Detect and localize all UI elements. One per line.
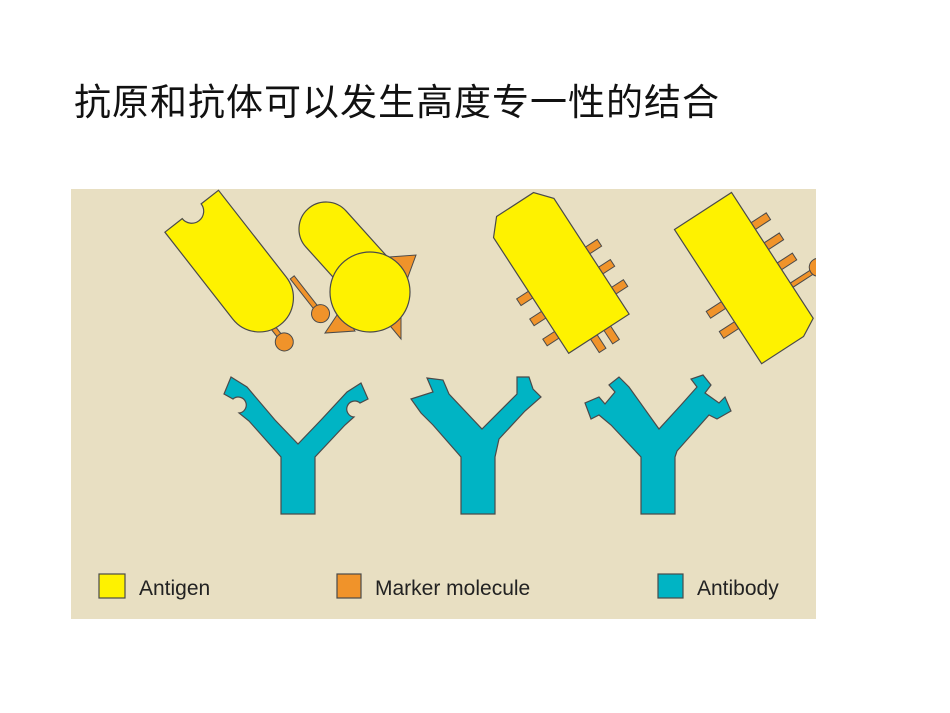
diagram-svg: Antigen Marker molecule Antibody bbox=[71, 189, 816, 619]
antibody-3 bbox=[584, 374, 732, 515]
legend-swatch-antigen bbox=[98, 573, 126, 599]
legend-item-marker: Marker molecule bbox=[336, 573, 530, 600]
legend-item-antibody: Antibody bbox=[657, 573, 779, 600]
antigen-3-markers bbox=[515, 238, 629, 354]
legend-label-antibody: Antibody bbox=[697, 577, 779, 600]
legend-swatch-antibody bbox=[657, 573, 684, 599]
legend: Antigen Marker molecule Antibody bbox=[98, 573, 779, 600]
antigen-1-body bbox=[164, 189, 294, 333]
antibody-1-outline bbox=[223, 376, 369, 515]
antigen-4 bbox=[673, 191, 816, 365]
antigen-3-body bbox=[492, 191, 630, 355]
antigen-1 bbox=[164, 189, 331, 352]
legend-label-marker: Marker molecule bbox=[375, 577, 530, 600]
antigen-2-ball bbox=[329, 251, 411, 333]
antigen-4-markers bbox=[705, 212, 816, 339]
antigen-1-marker-lollipop-b bbox=[289, 275, 331, 324]
legend-swatch-marker bbox=[336, 573, 362, 599]
antigen-4-body bbox=[673, 191, 814, 365]
slide-title: 抗原和抗体可以发生高度专一性的结合 bbox=[74, 81, 720, 124]
legend-item-antigen: Antigen bbox=[98, 573, 210, 600]
antigen-3 bbox=[492, 191, 630, 355]
legend-label-antigen: Antigen bbox=[139, 577, 210, 600]
antigen-antibody-diagram: Antigen Marker molecule Antibody bbox=[71, 189, 816, 619]
antibody-2 bbox=[410, 376, 542, 515]
antigen-2 bbox=[298, 201, 417, 341]
